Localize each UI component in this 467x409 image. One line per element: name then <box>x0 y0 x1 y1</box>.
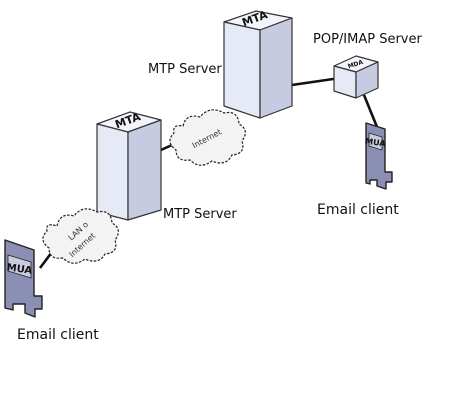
link-cloud-upper-to-mta-bottom <box>160 143 173 152</box>
link-mta-top-to-mda <box>291 76 341 87</box>
email-client-right-label: Email client <box>317 202 399 218</box>
mtp-server-bottom-label: MTP Server <box>163 207 237 222</box>
mda-label: MDA <box>347 59 364 71</box>
mda-server: MDA <box>333 55 379 99</box>
internet-cloud-upper: Internet <box>169 109 246 166</box>
link-mda-to-mua-right <box>362 94 379 128</box>
email-client-left-label: Email client <box>17 327 99 343</box>
lan-internet-cloud-lower: LAN o Internet <box>42 208 119 264</box>
mta-top-server: MTA <box>223 8 293 119</box>
mta-bottom-server: MTA <box>96 110 162 221</box>
mtp-server-top-label: MTP Server <box>148 62 222 77</box>
mua-left-device: MUA <box>4 239 43 318</box>
mua-right-label: MUA <box>365 137 387 149</box>
pop-imap-server-label: POP/IMAP Server <box>313 32 422 47</box>
mua-left-label: MUA <box>6 262 33 276</box>
mua-right-device: MUA <box>365 122 393 190</box>
